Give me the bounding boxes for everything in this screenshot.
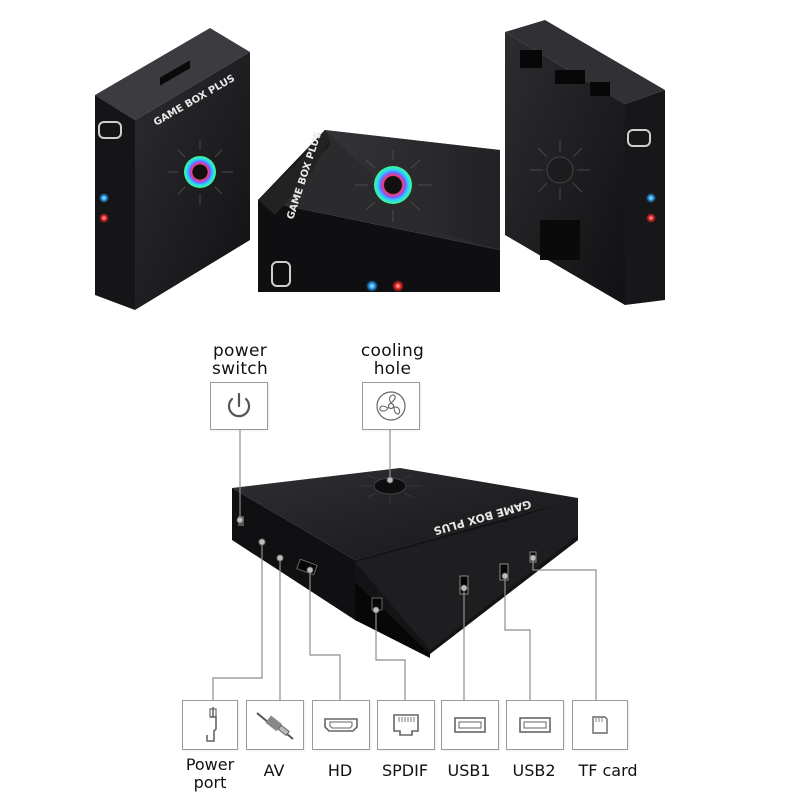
cooling-hole-label-line2: hole: [373, 359, 412, 379]
port-diagram: GAME BOX PLUS: [0, 330, 800, 800]
power-icon: [227, 392, 251, 418]
box-view-left: GAME BOX PLUS: [95, 28, 250, 310]
usb2-label: USB2: [512, 761, 556, 780]
usb2-icon-box: [506, 700, 564, 750]
callout-lines: [212, 428, 597, 700]
usb-port-icon: [519, 717, 551, 733]
av-label: AV: [263, 761, 285, 780]
product-photo-views: GAME BOX PLUS GAME BOX PLUS: [0, 0, 800, 330]
hd-icon-box: [312, 700, 370, 750]
tf-card-label: TF card: [578, 761, 638, 780]
spdif-icon-box: [377, 700, 435, 750]
tf-card-icon-box: [572, 700, 628, 750]
power-port-label-line2: port: [193, 773, 227, 792]
box-view-right: [505, 20, 665, 305]
usb1-icon-box: [441, 700, 499, 750]
cooling-hole-icon-box: [362, 382, 420, 430]
power-port-label: Power port: [168, 756, 252, 792]
usb-port-icon: [454, 717, 486, 733]
box-view-center: GAME BOX PLUS: [258, 130, 500, 292]
power-switch-label-line1: power: [212, 341, 268, 361]
power-switch-label-line2: switch: [211, 359, 269, 379]
hd-label: HD: [327, 761, 353, 780]
cooling-hole-label-line1: cooling: [360, 341, 425, 361]
usb1-label: USB1: [447, 761, 491, 780]
hdmi-port-icon: [324, 718, 358, 732]
cooling-hole-label: cooling hole: [345, 342, 440, 378]
spdif-port-icon: [393, 714, 419, 736]
power-switch-label: power switch: [195, 342, 285, 378]
spdif-label: SPDIF: [381, 761, 429, 780]
power-switch-icon-box: [210, 382, 268, 430]
av-icon-box: [246, 700, 304, 750]
power-port-label-line1: Power: [185, 755, 235, 774]
power-port-icon-box: [182, 700, 238, 750]
dc-plug-icon: [206, 707, 217, 742]
game-box-diagram-unit: GAME BOX PLUS: [232, 468, 578, 658]
av-cable-icon: [256, 712, 294, 740]
sd-card-icon: [592, 716, 608, 734]
fan-icon: [376, 391, 406, 421]
